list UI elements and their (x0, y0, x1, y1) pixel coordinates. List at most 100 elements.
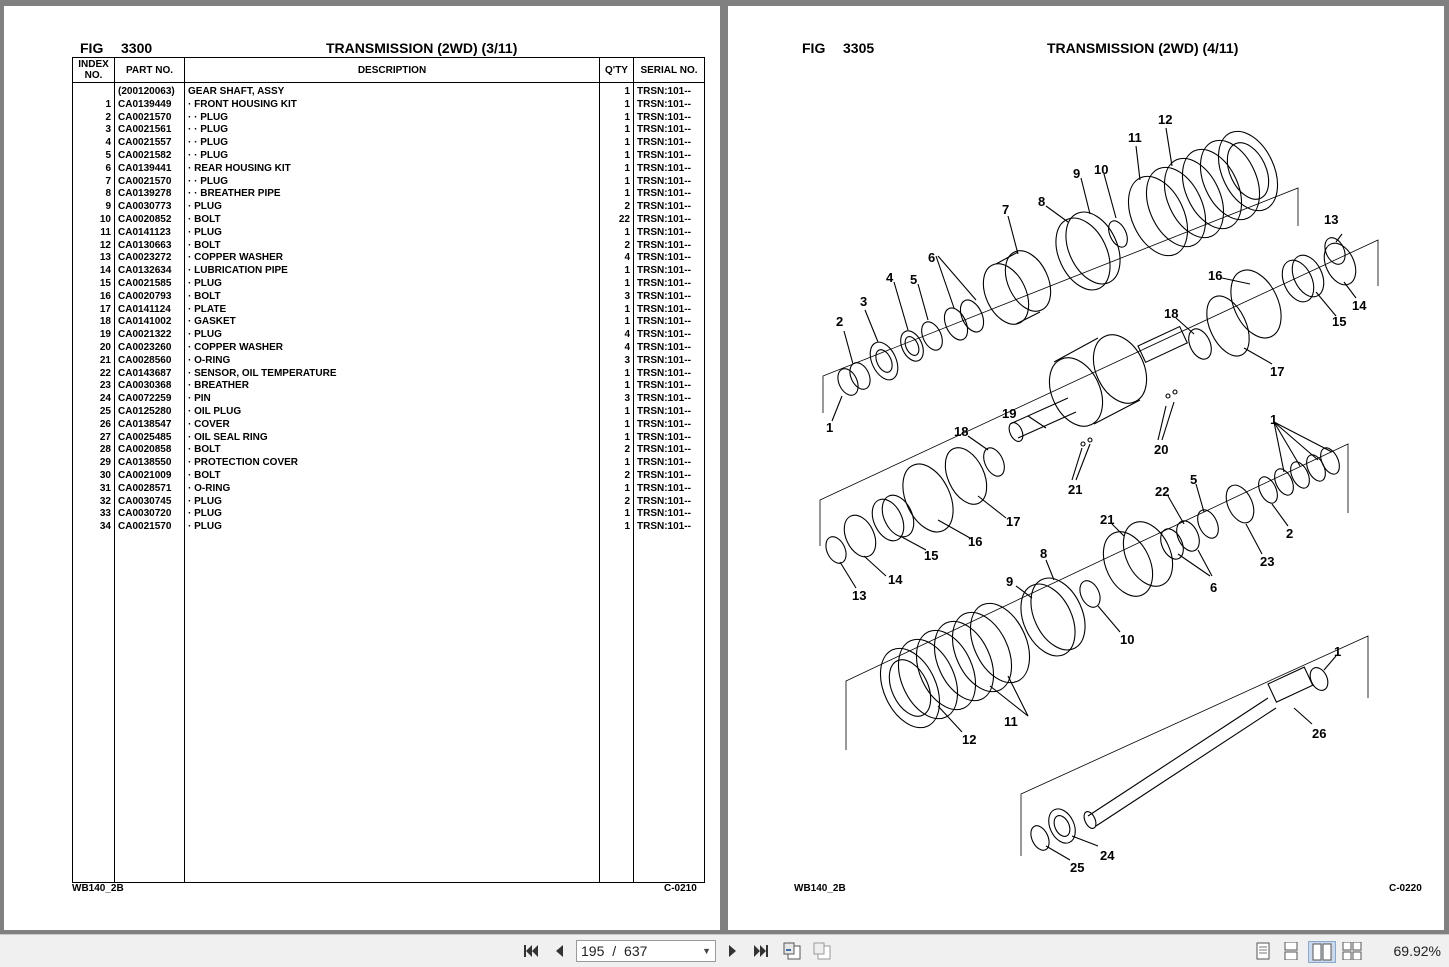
cell-description: · BOLT (184, 444, 600, 458)
callout: 5 (910, 272, 917, 287)
cell-serial: TRSN:101-- (633, 213, 705, 227)
zoom-level[interactable]: 69.92% (1393, 943, 1441, 959)
cell-description: · PLUG (184, 495, 600, 509)
cell-index: 27 (72, 431, 115, 445)
cell-index: 6 (72, 162, 115, 176)
fig-label: FIG (80, 40, 104, 56)
prev-page-icon[interactable] (548, 941, 570, 961)
gear-21 (1102, 531, 1154, 597)
shaft-26 (1083, 666, 1329, 829)
header-index: INDEX NO. (72, 57, 115, 83)
cell-part: CA0139278 (114, 188, 185, 202)
page-title: TRANSMISSION (2WD) (3/11) (326, 40, 518, 56)
two-page-continuous-icon[interactable] (1340, 941, 1364, 961)
cell-index: 24 (72, 393, 115, 406)
callout: 16 (1208, 268, 1222, 283)
cell-description: · BOLT (184, 213, 600, 227)
next-page-icon[interactable] (722, 941, 744, 961)
cell-serial: TRSN:101-- (633, 457, 705, 470)
last-page-icon[interactable] (750, 941, 772, 961)
cell-index: 30 (72, 469, 115, 483)
callout: 4 (886, 270, 894, 285)
cell-qty: 1 (599, 82, 634, 99)
first-page-icon[interactable] (520, 941, 542, 961)
left-page: FIG 3300 TRANSMISSION (2WD) (3/11) INDEX… (4, 6, 720, 930)
cell-serial: TRSN:101-- (633, 405, 705, 419)
callout: 1 (1334, 644, 1341, 659)
cell-index: 32 (72, 495, 115, 509)
cell-serial: TRSN:101-- (633, 354, 705, 368)
snap-ring-13 (1324, 237, 1346, 265)
filler-cell (184, 533, 600, 883)
single-page-icon[interactable] (1252, 941, 1274, 961)
cell-description: · · PLUG (184, 175, 600, 189)
cell-description: · O-RING (184, 354, 600, 368)
cell-index: 29 (72, 457, 115, 470)
cell-index: 31 (72, 482, 115, 496)
bearing-24 (1048, 808, 1076, 844)
cell-description: · COPPER WASHER (184, 252, 600, 266)
cell-part: CA0023260 (114, 341, 185, 355)
page-separator: / (612, 943, 617, 959)
cell-index: 14 (72, 265, 115, 278)
callout: 14 (888, 572, 903, 587)
footer-left: WB140_2B (72, 883, 124, 894)
ring-10 (1108, 220, 1128, 248)
cell-serial: TRSN:101-- (633, 111, 705, 125)
callout: 21 (1100, 512, 1114, 527)
cell-description: · GASKET (184, 316, 600, 330)
cell-description: · REAR HOUSING KIT (184, 162, 600, 176)
cell-index: 10 (72, 213, 115, 227)
cell-description: · LUBRICATION PIPE (184, 265, 600, 278)
chevron-down-icon[interactable]: ▼ (702, 946, 711, 956)
table-filler (72, 533, 705, 883)
piston-16 (1230, 269, 1282, 339)
forward-view-icon[interactable] (810, 941, 834, 961)
cell-qty: 1 (599, 137, 634, 150)
cell-description: · OIL SEAL RING (184, 431, 600, 445)
cell-part: CA0020793 (114, 290, 185, 304)
cell-qty: 22 (599, 213, 634, 227)
cell-qty: 1 (599, 188, 634, 202)
cell-index: 8 (72, 188, 115, 202)
two-page-icon[interactable] (1308, 941, 1336, 963)
cell-serial: TRSN:101-- (633, 418, 705, 432)
cell-description: · · PLUG (184, 124, 600, 138)
continuous-icon[interactable] (1280, 941, 1302, 961)
callout: 6 (928, 250, 935, 265)
ring-14 (1323, 242, 1357, 286)
callout: 2 (836, 314, 843, 329)
page-number-input[interactable]: 195 / 637 ▼ (576, 940, 716, 962)
cell-serial: TRSN:101-- (633, 341, 705, 355)
cell-part: CA0021570 (114, 111, 185, 125)
cell-qty: 1 (599, 175, 634, 189)
cell-part: (200120063) (114, 82, 185, 99)
callout: 17 (1006, 514, 1020, 529)
cell-serial: TRSN:101-- (633, 82, 705, 99)
callout: 24 (1100, 848, 1115, 863)
cell-serial: TRSN:101-- (633, 393, 705, 406)
callout: 6 (1210, 580, 1217, 595)
cell-index: 19 (72, 329, 115, 342)
cell-index: 3 (72, 124, 115, 138)
seal-17 (1206, 295, 1250, 357)
cell-qty: 1 (599, 277, 634, 291)
header-qty: Q'TY (599, 57, 634, 83)
bearing-6b (959, 299, 985, 333)
filler-cell (633, 533, 705, 883)
back-view-icon[interactable] (780, 941, 804, 961)
cell-serial: TRSN:101-- (633, 149, 705, 163)
cell-part: CA0021322 (114, 329, 185, 342)
